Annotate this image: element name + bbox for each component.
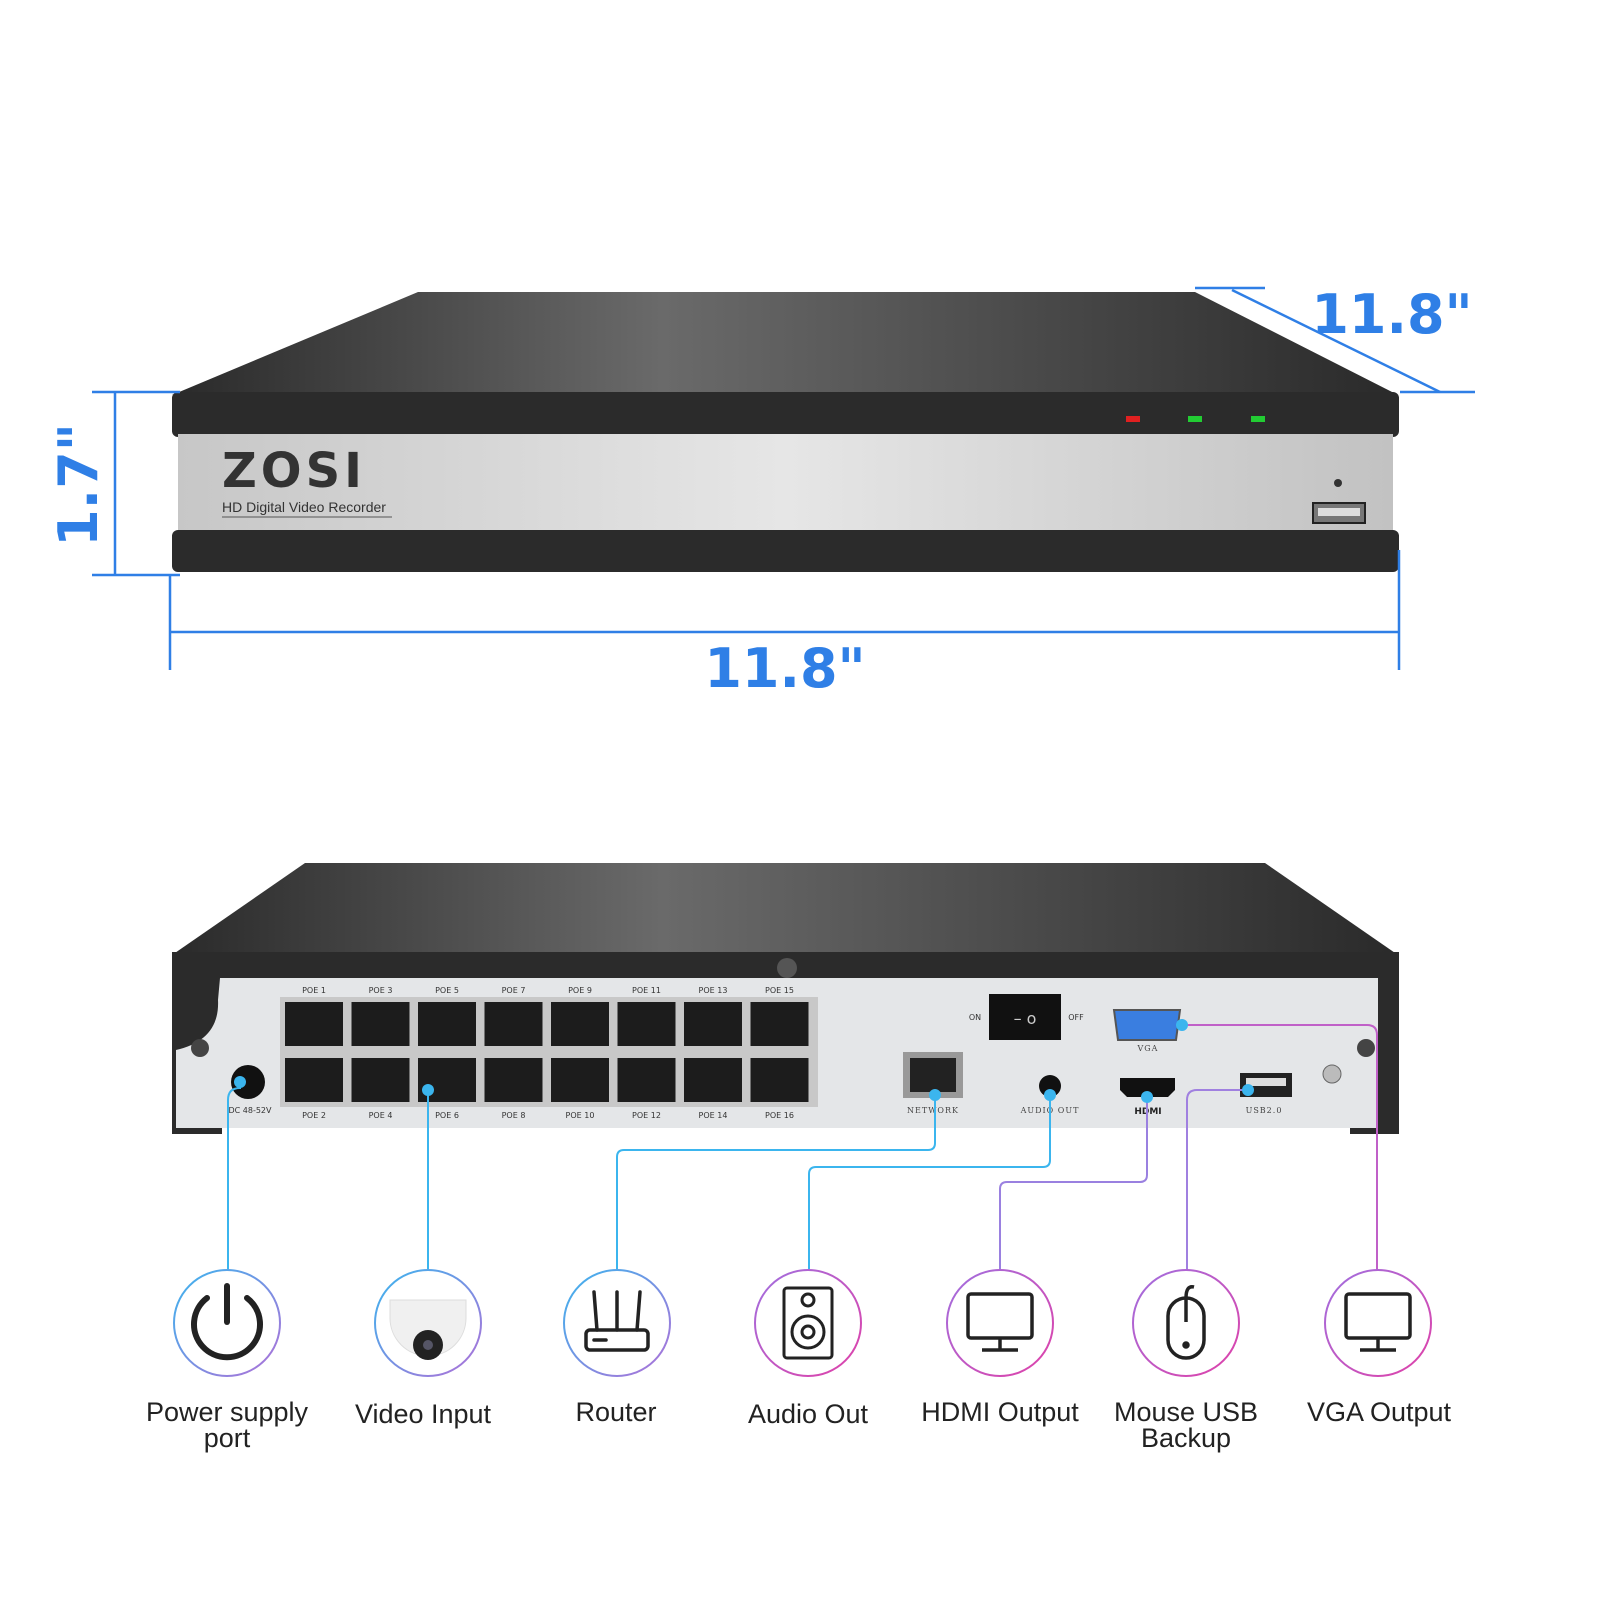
- label-mouse-usb-2: Backup: [1141, 1423, 1231, 1453]
- label-power: Power supply: [146, 1397, 309, 1427]
- speaker-icon: [782, 1286, 834, 1360]
- front-view: ZOSI HD Digital Video Recorder: [172, 292, 1399, 572]
- poe-port: [418, 1002, 476, 1046]
- led-green: [1251, 416, 1265, 422]
- poe-port: [617, 1058, 676, 1102]
- led-green: [1188, 416, 1202, 422]
- feature-audio-out: [754, 1269, 862, 1377]
- ir-sensor-icon: [1334, 479, 1342, 487]
- width-dimension: 11.8": [704, 637, 865, 700]
- feature-router: [563, 1269, 671, 1377]
- router-icon: [584, 1290, 650, 1352]
- poe-label: POE 1: [302, 986, 326, 995]
- poe-port: [285, 1058, 343, 1102]
- switch-on-label: ON: [969, 1013, 981, 1022]
- poe-label: POE 12: [632, 1111, 661, 1120]
- label-router: Router: [575, 1397, 656, 1427]
- poe-label: POE 3: [369, 986, 393, 995]
- dimension-lines: [92, 286, 1475, 670]
- power-switch[interactable]: [989, 994, 1061, 1040]
- led-red: [1126, 416, 1140, 422]
- brand-logo: ZOSI: [222, 443, 366, 499]
- network-label: NETWORK: [907, 1106, 959, 1115]
- poe-label: POE 11: [632, 986, 661, 995]
- poe-port: [285, 1002, 343, 1046]
- feature-vga-output: [1324, 1269, 1432, 1377]
- poe-label: POE 5: [435, 986, 459, 995]
- poe-port: [684, 1002, 742, 1046]
- mouse-icon: [1166, 1284, 1206, 1360]
- poe-port: [684, 1058, 742, 1102]
- monitor-icon: [966, 1292, 1034, 1352]
- switch-off-label: OFF: [1068, 1013, 1084, 1022]
- power-icon: [191, 1283, 263, 1361]
- poe-label: POE 8: [502, 1111, 526, 1120]
- poe-port: [750, 1058, 809, 1102]
- svg-text:– o: – o: [1014, 1009, 1037, 1028]
- height-dimension: 1.7": [47, 423, 110, 547]
- poe-port: [551, 1058, 609, 1102]
- poe-port: [617, 1002, 676, 1046]
- audio-out-jack: [1039, 1075, 1061, 1097]
- poe-label: POE 2: [302, 1111, 326, 1120]
- feature-hdmi-output: [946, 1269, 1054, 1377]
- poe-label: POE 13: [699, 986, 728, 995]
- label-hdmi-output: HDMI Output: [921, 1397, 1079, 1427]
- usb-label: USB2.0: [1246, 1106, 1283, 1115]
- poe-port: [750, 1002, 809, 1046]
- poe-port: [551, 1002, 609, 1046]
- poe-ports: [285, 1002, 809, 1102]
- rear-view: DC 48-52V POE 1 POE 2 POE 3 POE 4 POE 5 POE 6…: [172, 863, 1399, 1134]
- feature-video-input: [374, 1269, 482, 1377]
- dc-label: DC 48-52V: [228, 1106, 272, 1115]
- poe-label: POE 6: [435, 1111, 459, 1120]
- poe-label: POE 14: [699, 1111, 728, 1120]
- poe-label: POE 10: [566, 1111, 595, 1120]
- hdmi-port: [1120, 1078, 1175, 1097]
- label-power-2: port: [204, 1423, 251, 1453]
- depth-dimension: 11.8": [1311, 283, 1472, 346]
- dc-power-jack: [231, 1065, 265, 1099]
- camera-icon: [389, 1299, 467, 1360]
- connector-lines: [227, 1019, 1378, 1270]
- monitor-icon: [1344, 1292, 1412, 1352]
- poe-label: POE 16: [765, 1111, 794, 1120]
- vga-label: VGA: [1137, 1044, 1159, 1053]
- label-mouse-usb: Mouse USB: [1114, 1397, 1258, 1427]
- poe-port: [351, 1002, 410, 1046]
- poe-label: POE 7: [502, 986, 526, 995]
- label-audio-out: Audio Out: [748, 1399, 869, 1429]
- label-video-input: Video Input: [355, 1399, 492, 1429]
- feature-power: [173, 1269, 281, 1377]
- poe-label: POE 9: [568, 986, 592, 995]
- poe-label: POE 4: [369, 1111, 393, 1120]
- poe-port: [484, 1002, 543, 1046]
- screw-icon: [1357, 1039, 1375, 1057]
- brand-subtitle: HD Digital Video Recorder: [222, 499, 386, 515]
- ground-screw-icon: [1322, 1064, 1342, 1084]
- network-port: [910, 1058, 956, 1092]
- label-vga-output: VGA Output: [1307, 1397, 1452, 1427]
- feature-labels: Power supply port Video Input Router Aud…: [146, 1397, 1452, 1453]
- screw-icon: [777, 958, 797, 978]
- feature-mouse-usb: [1132, 1269, 1240, 1377]
- vga-port: [1112, 1009, 1182, 1041]
- poe-port: [351, 1058, 410, 1102]
- poe-label: POE 15: [765, 986, 794, 995]
- poe-port: [484, 1058, 543, 1102]
- screw-icon: [191, 1039, 209, 1057]
